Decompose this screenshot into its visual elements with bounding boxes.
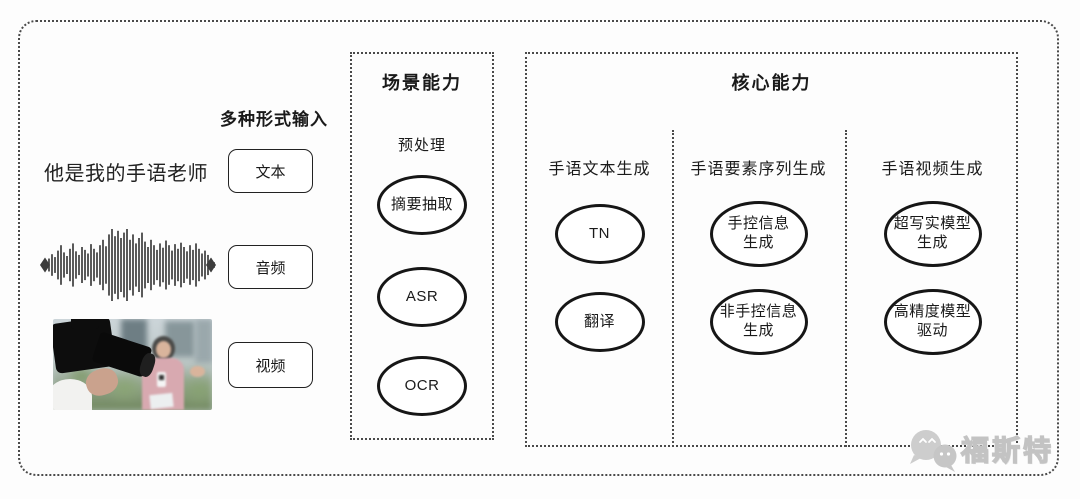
node-label-line: 生成 — [742, 322, 774, 339]
reporter-hand — [190, 366, 205, 377]
capability-node-1-0: 手控信息生成 — [709, 201, 808, 267]
scene-box-title: 场景能力 — [382, 73, 462, 93]
capability-node-0: 摘要抽取 — [377, 175, 467, 235]
preprocess-label: 预处理 — [397, 137, 446, 154]
capability-node-1-1: 非手控信息生成 — [709, 289, 808, 355]
background-building — [195, 319, 212, 363]
column-divider — [672, 130, 674, 447]
reporter-face — [156, 341, 171, 358]
watermark-text: 福斯特 — [960, 434, 1055, 466]
node-label-line: 超写实模型 — [893, 215, 972, 233]
scene-capability-box: 场景能力 预处理 摘要抽取 ASR OCR — [350, 52, 494, 440]
audio-waveform-icon — [40, 229, 216, 301]
capability-node-2: OCR — [377, 356, 467, 416]
watermark: 福斯特 — [901, 424, 1054, 474]
node-label-line: 摘要抽取 — [390, 195, 453, 213]
capability-node-2-0: 超写实模型生成 — [883, 201, 982, 267]
input-type-box-text: 文本 — [228, 149, 313, 193]
core-box-title: 核心能力 — [731, 73, 812, 93]
video-thumbnail — [53, 319, 212, 410]
input-type-box-video: 视频 — [228, 342, 313, 388]
outer-dotted-frame — [18, 20, 1059, 476]
node-label-line: 生成 — [916, 234, 948, 251]
capability-node-0-0: TN — [554, 204, 645, 264]
chat-bubbles-icon — [910, 430, 957, 472]
core-column-header: 手语文本生成 — [548, 161, 651, 178]
core-column-header: 手语要素序列生成 — [690, 161, 827, 178]
node-label-line: 翻译 — [583, 312, 615, 330]
node-label-line: 驱动 — [916, 322, 948, 339]
sample-sentence-text: 他是我的手语老师 — [44, 163, 208, 185]
node-label-line: ASR — [405, 287, 439, 305]
node-label-line: 手控信息 — [727, 215, 790, 233]
reporter-notes — [149, 392, 174, 410]
capability-node-1: ASR — [377, 267, 467, 327]
input-type-label: 文本 — [255, 163, 286, 181]
input-type-label: 视频 — [255, 357, 286, 375]
input-type-label: 音频 — [255, 259, 286, 277]
capability-node-2-1: 高精度模型驱动 — [883, 289, 982, 355]
input-section-title: 多种形式输入 — [220, 110, 328, 129]
node-label-line: 非手控信息 — [719, 303, 798, 321]
node-label-line: OCR — [404, 376, 440, 394]
core-column-header: 手语视频生成 — [881, 161, 984, 178]
node-label-line: TN — [589, 224, 610, 242]
microphone-logo — [159, 375, 164, 380]
input-type-box-audio: 音频 — [228, 245, 313, 289]
capability-node-0-1: 翻译 — [554, 292, 645, 352]
camera-viewfinder-silhouette — [71, 319, 99, 329]
column-divider — [845, 130, 847, 447]
node-label-line: 高精度模型 — [893, 303, 972, 321]
node-label-line: 生成 — [742, 234, 774, 251]
